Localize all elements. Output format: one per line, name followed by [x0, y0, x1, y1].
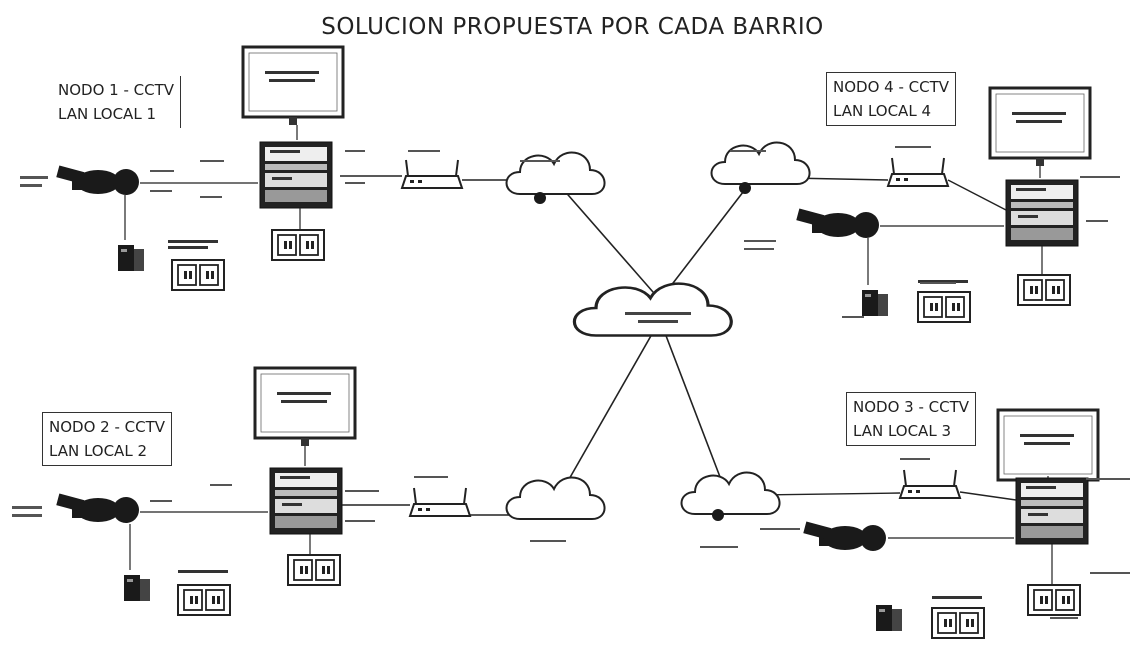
- node-4-router-icon: [887, 157, 949, 187]
- node-4-cloud-icon: [710, 141, 811, 185]
- node-1-line1: NODO 1 - CCTV: [58, 81, 175, 99]
- node-2-cloud-icon: [505, 476, 606, 520]
- node-4-line1: NODO 4 - CCTV: [833, 78, 950, 96]
- node-4-camera-icon: [796, 208, 879, 238]
- node-3-line1: NODO 3 - CCTV: [853, 398, 970, 416]
- node-4-group: [710, 86, 1092, 323]
- node-2-monitor-icon: [253, 366, 357, 448]
- node-3-nvr-icon: [1015, 477, 1089, 545]
- node-2-outlet-icon: [177, 584, 231, 616]
- node-1-outlet-icon: [171, 259, 225, 291]
- node-3-line2: LAN LOCAL 3: [853, 422, 951, 440]
- node-2-ups-icon: [124, 575, 150, 601]
- node-3-camera-icon: [803, 521, 886, 551]
- node-3-cloud-icon: [680, 471, 781, 515]
- node-1-router-icon: [401, 159, 463, 189]
- diagram-title: SOLUCION PROPUESTA POR CADA BARRIO: [321, 14, 824, 40]
- node-1-group: [56, 45, 606, 291]
- node-4-label: NODO 4 - CCTV LAN LOCAL 4: [826, 72, 957, 126]
- node-1-camera-icon: [56, 165, 139, 195]
- node-2-label: NODO 2 - CCTV LAN LOCAL 2: [42, 412, 173, 466]
- node-1-line2: LAN LOCAL 1: [58, 105, 156, 123]
- node-2-line2: LAN LOCAL 2: [49, 442, 147, 460]
- node-3-outlet-rack-icon: [1027, 584, 1081, 616]
- node-3-label: NODO 3 - CCTV LAN LOCAL 3: [846, 392, 977, 446]
- node-2-camera-icon: [56, 493, 139, 523]
- node-2-outlet-rack-icon: [287, 554, 341, 586]
- node-3-router-icon: [899, 469, 961, 499]
- node-1-outlet-rack-icon: [271, 229, 325, 261]
- node-2-group: [56, 366, 606, 616]
- node-2-nvr-icon: [269, 467, 343, 535]
- node-4-outlet-rack-icon: [1017, 274, 1071, 306]
- node-1-label: NODO 1 - CCTV LAN LOCAL 1: [52, 76, 182, 128]
- node-3-group: [680, 408, 1100, 639]
- node-1-ups-icon: [118, 245, 144, 271]
- node-3-outlet-icon: [931, 607, 985, 639]
- node-4-nvr-icon: [1005, 179, 1079, 247]
- node-2-line1: NODO 2 - CCTV: [49, 418, 166, 436]
- node-1-cloud-icon: [505, 151, 606, 195]
- node-1-nvr-icon: [259, 141, 333, 209]
- node-4-monitor-icon: [988, 86, 1092, 168]
- node-2-router-icon: [409, 487, 471, 517]
- node-4-line2: LAN LOCAL 4: [833, 102, 931, 120]
- node-4-ups-icon: [862, 290, 888, 316]
- node-4-outlet-icon: [917, 291, 971, 323]
- node-3-ups-icon: [876, 605, 902, 631]
- node-1-monitor-icon: [241, 45, 345, 127]
